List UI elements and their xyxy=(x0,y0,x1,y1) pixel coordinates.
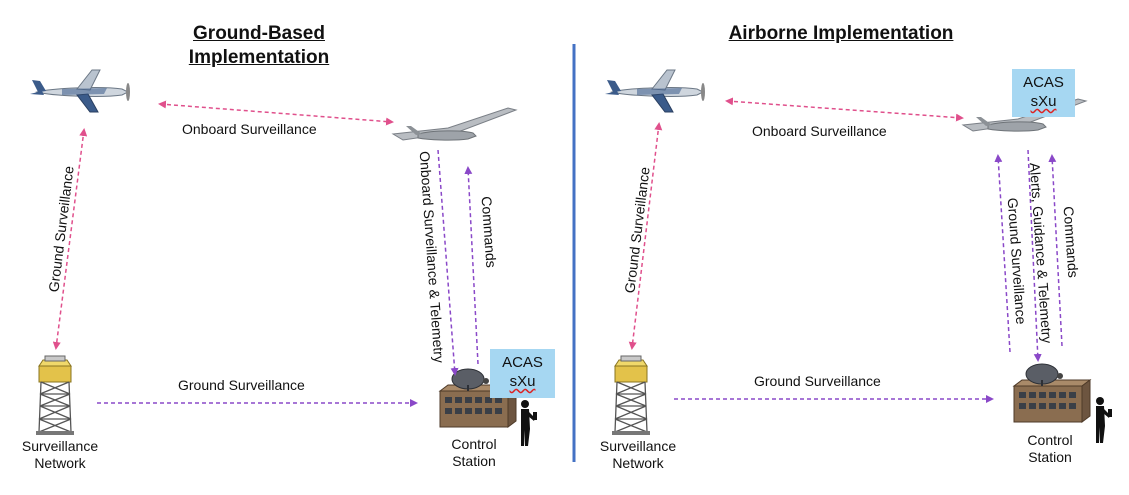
arrow-commands-left xyxy=(464,166,479,365)
left-label-onboard-surveillance: Onboard Surveillance xyxy=(182,121,317,137)
right-acas-line2: sXu xyxy=(1030,93,1057,110)
right-label-onboard-surveillance: Onboard Surveillance xyxy=(752,123,887,139)
arrow-ground-surveillance-vertical-right xyxy=(628,122,663,350)
right-acas-box: ACAS sXu xyxy=(1012,69,1075,117)
arrow-ground-surveillance-up-right xyxy=(994,154,1011,353)
arrow-ground-surveillance-vertical-left xyxy=(52,128,88,350)
right-acas-line1: ACAS xyxy=(1023,74,1064,91)
left-acas-box: ACAS sXu xyxy=(490,349,555,398)
operator-icon xyxy=(521,400,537,446)
left-network-line1: Surveillance xyxy=(21,438,99,454)
left-label-ground-surveillance-horizontal: Ground Surveillance xyxy=(178,377,305,393)
right-network-line1: Surveillance xyxy=(599,438,677,454)
left-title-line1: Ground-Based xyxy=(193,23,325,44)
right-network-caption: Surveillance Network xyxy=(586,438,690,472)
radar-tower-icon xyxy=(35,355,75,436)
left-title-line2: Implementation xyxy=(188,47,330,68)
operator-icon xyxy=(1096,397,1112,443)
arrow-onboard-surveillance-right xyxy=(725,97,964,122)
right-label-ground-surveillance-horizontal: Ground Surveillance xyxy=(754,373,881,389)
right-station-line2: Station xyxy=(1028,449,1072,465)
arrow-onboard-telemetry-left xyxy=(437,149,459,376)
control-building-icon xyxy=(1013,363,1091,423)
left-station-line2: Station xyxy=(452,453,496,469)
right-title: Airborne Implementation xyxy=(728,23,954,44)
small-plane-icon xyxy=(604,69,706,113)
arrow-alerts-down-right xyxy=(1027,149,1042,362)
left-acas-line1: ACAS xyxy=(502,354,543,371)
right-station-caption: Control Station xyxy=(1010,432,1090,466)
left-network-caption: Surveillance Network xyxy=(8,438,112,472)
left-acas-line2: sXu xyxy=(509,373,536,390)
right-network-line2: Network xyxy=(612,455,664,471)
left-station-line1: Control xyxy=(451,436,497,452)
small-plane-icon xyxy=(29,69,131,113)
drone-icon xyxy=(392,107,517,141)
left-station-caption: Control Station xyxy=(434,436,514,470)
left-title: Ground-Based Implementation xyxy=(158,22,360,70)
arrow-onboard-surveillance-left xyxy=(158,100,394,126)
right-station-line1: Control xyxy=(1027,432,1073,448)
arrow-commands-right xyxy=(1048,154,1063,347)
radar-tower-icon xyxy=(611,355,651,436)
left-network-line2: Network xyxy=(34,455,86,471)
